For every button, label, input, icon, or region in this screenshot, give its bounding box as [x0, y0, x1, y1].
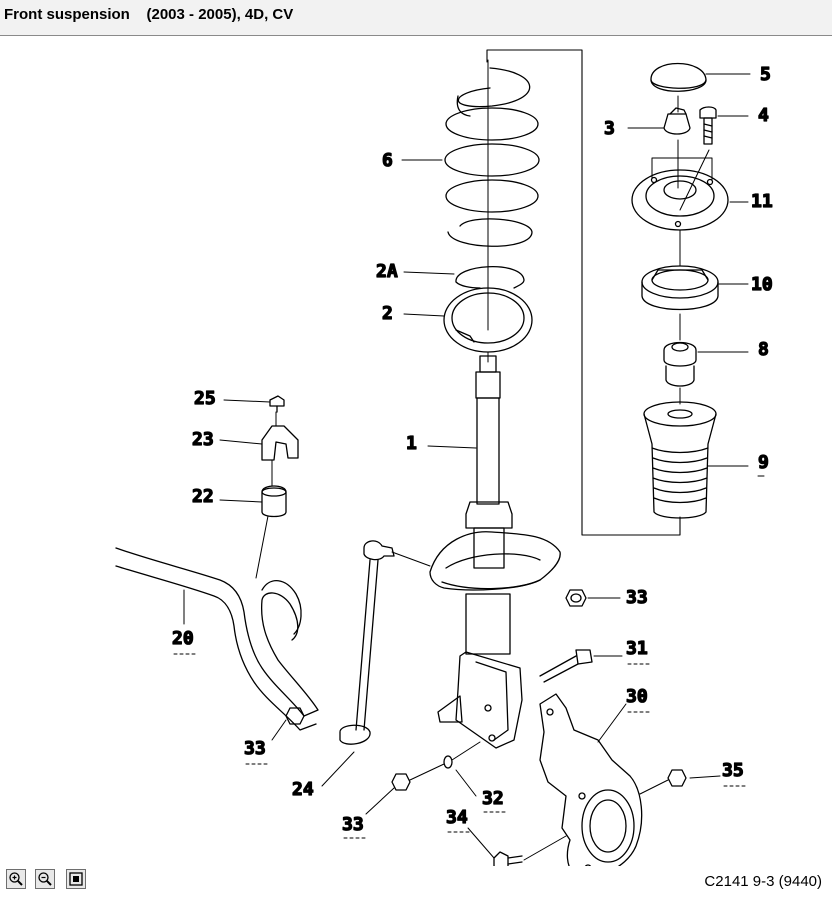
- part-label-35[interactable]: 35: [721, 759, 744, 781]
- stabiliser-link-part: [339, 540, 395, 745]
- part-label-23[interactable]: 23: [191, 428, 214, 450]
- part-label-20[interactable]: 20: [171, 627, 194, 649]
- part-label-25[interactable]: 25: [193, 387, 216, 409]
- part-label-5[interactable]: 5: [759, 63, 771, 85]
- protective-boot-part: [643, 401, 717, 519]
- part-label-33-lower[interactable]: 33: [341, 813, 364, 835]
- part-label-6[interactable]: 6: [381, 149, 393, 171]
- part-label-10[interactable]: 10: [750, 273, 773, 295]
- part-label-8[interactable]: 8: [757, 338, 769, 360]
- fit-page-button[interactable]: [66, 869, 86, 889]
- knuckle-bolt-lower-part: [493, 851, 523, 866]
- shock-absorber-part: [429, 355, 561, 749]
- part-label-33-left[interactable]: 33: [243, 737, 266, 759]
- part-label-24[interactable]: 24: [291, 778, 314, 800]
- diagram-reference: C2141 9-3 (9440): [704, 873, 822, 890]
- part-label-31[interactable]: 31: [625, 637, 648, 659]
- strut-bearing-part: [641, 265, 719, 311]
- clamp-bolt-part: [269, 395, 285, 413]
- part-label-34[interactable]: 34: [445, 806, 468, 828]
- assembly-bracket-line: [486, 49, 681, 536]
- knuckle-nut-35-part: [667, 769, 687, 787]
- mount-bolt-part: [699, 106, 717, 145]
- part-label-22[interactable]: 22: [191, 485, 214, 507]
- knuckle-nut-part: [391, 773, 411, 791]
- part-label-30[interactable]: 30: [625, 685, 648, 707]
- part-label-2a[interactable]: 2A: [375, 260, 398, 282]
- dust-cap-part: [650, 62, 707, 92]
- magnifier-plus-icon: [9, 872, 23, 886]
- part-label-1[interactable]: 1: [405, 432, 417, 454]
- spring-pad-2a-part: [455, 266, 525, 289]
- label-underlines: [173, 475, 765, 839]
- page-title: Front suspension (2003 - 2005), 4D, CV: [4, 6, 294, 23]
- stabiliser-clamp-part: [261, 425, 299, 461]
- knuckle-bolt-upper-part: [539, 649, 593, 683]
- link-nut-lower-part: [285, 707, 305, 725]
- part-label-32[interactable]: 32: [481, 787, 504, 809]
- magnifier-minus-icon: [38, 872, 52, 886]
- exploded-parts-diagram: 5 3 4 6 11 2A 10 2 8 25 1 23 9 22 33 20 …: [0, 36, 832, 866]
- title-bar: Front suspension (2003 - 2005), 4D, CV: [0, 0, 832, 36]
- strut-mount-part: [631, 169, 729, 231]
- part-label-4[interactable]: 4: [757, 104, 769, 126]
- bump-stop-part: [663, 341, 697, 387]
- top-nut-part: [663, 107, 691, 135]
- part-label-9[interactable]: 9: [757, 451, 769, 473]
- leader-lines: [183, 73, 751, 859]
- link-nut-upper-part: [565, 589, 587, 607]
- washer-part: [443, 755, 453, 769]
- part-label-11[interactable]: 11: [750, 190, 773, 212]
- zoom-out-button[interactable]: [35, 869, 55, 889]
- part-label-3[interactable]: 3: [603, 117, 615, 139]
- fit-page-icon: [69, 872, 83, 886]
- stabiliser-bushing-part: [261, 485, 287, 518]
- part-label-2[interactable]: 2: [381, 302, 393, 324]
- part-label-33-upper[interactable]: 33: [625, 586, 648, 608]
- zoom-in-button[interactable]: [6, 869, 26, 889]
- steering-knuckle-part: [539, 693, 643, 866]
- coil-spring-part: [444, 67, 540, 247]
- stabiliser-bar-part: [115, 547, 319, 731]
